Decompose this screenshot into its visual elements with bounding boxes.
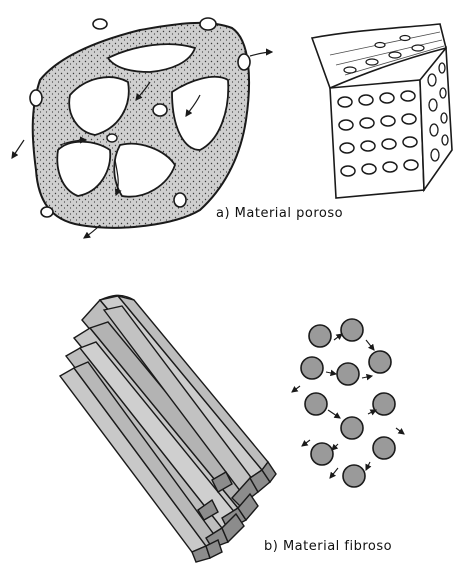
porous-cube-illustration: [312, 24, 452, 198]
fiber-bundle-illustration: [60, 295, 276, 562]
porous-material-caption: a) Material poroso: [216, 206, 343, 221]
porous-cell-illustration: [12, 18, 272, 238]
fibrous-material-caption: b) Material fibroso: [264, 539, 392, 554]
fiber-cross-section-illustration: [292, 319, 404, 487]
